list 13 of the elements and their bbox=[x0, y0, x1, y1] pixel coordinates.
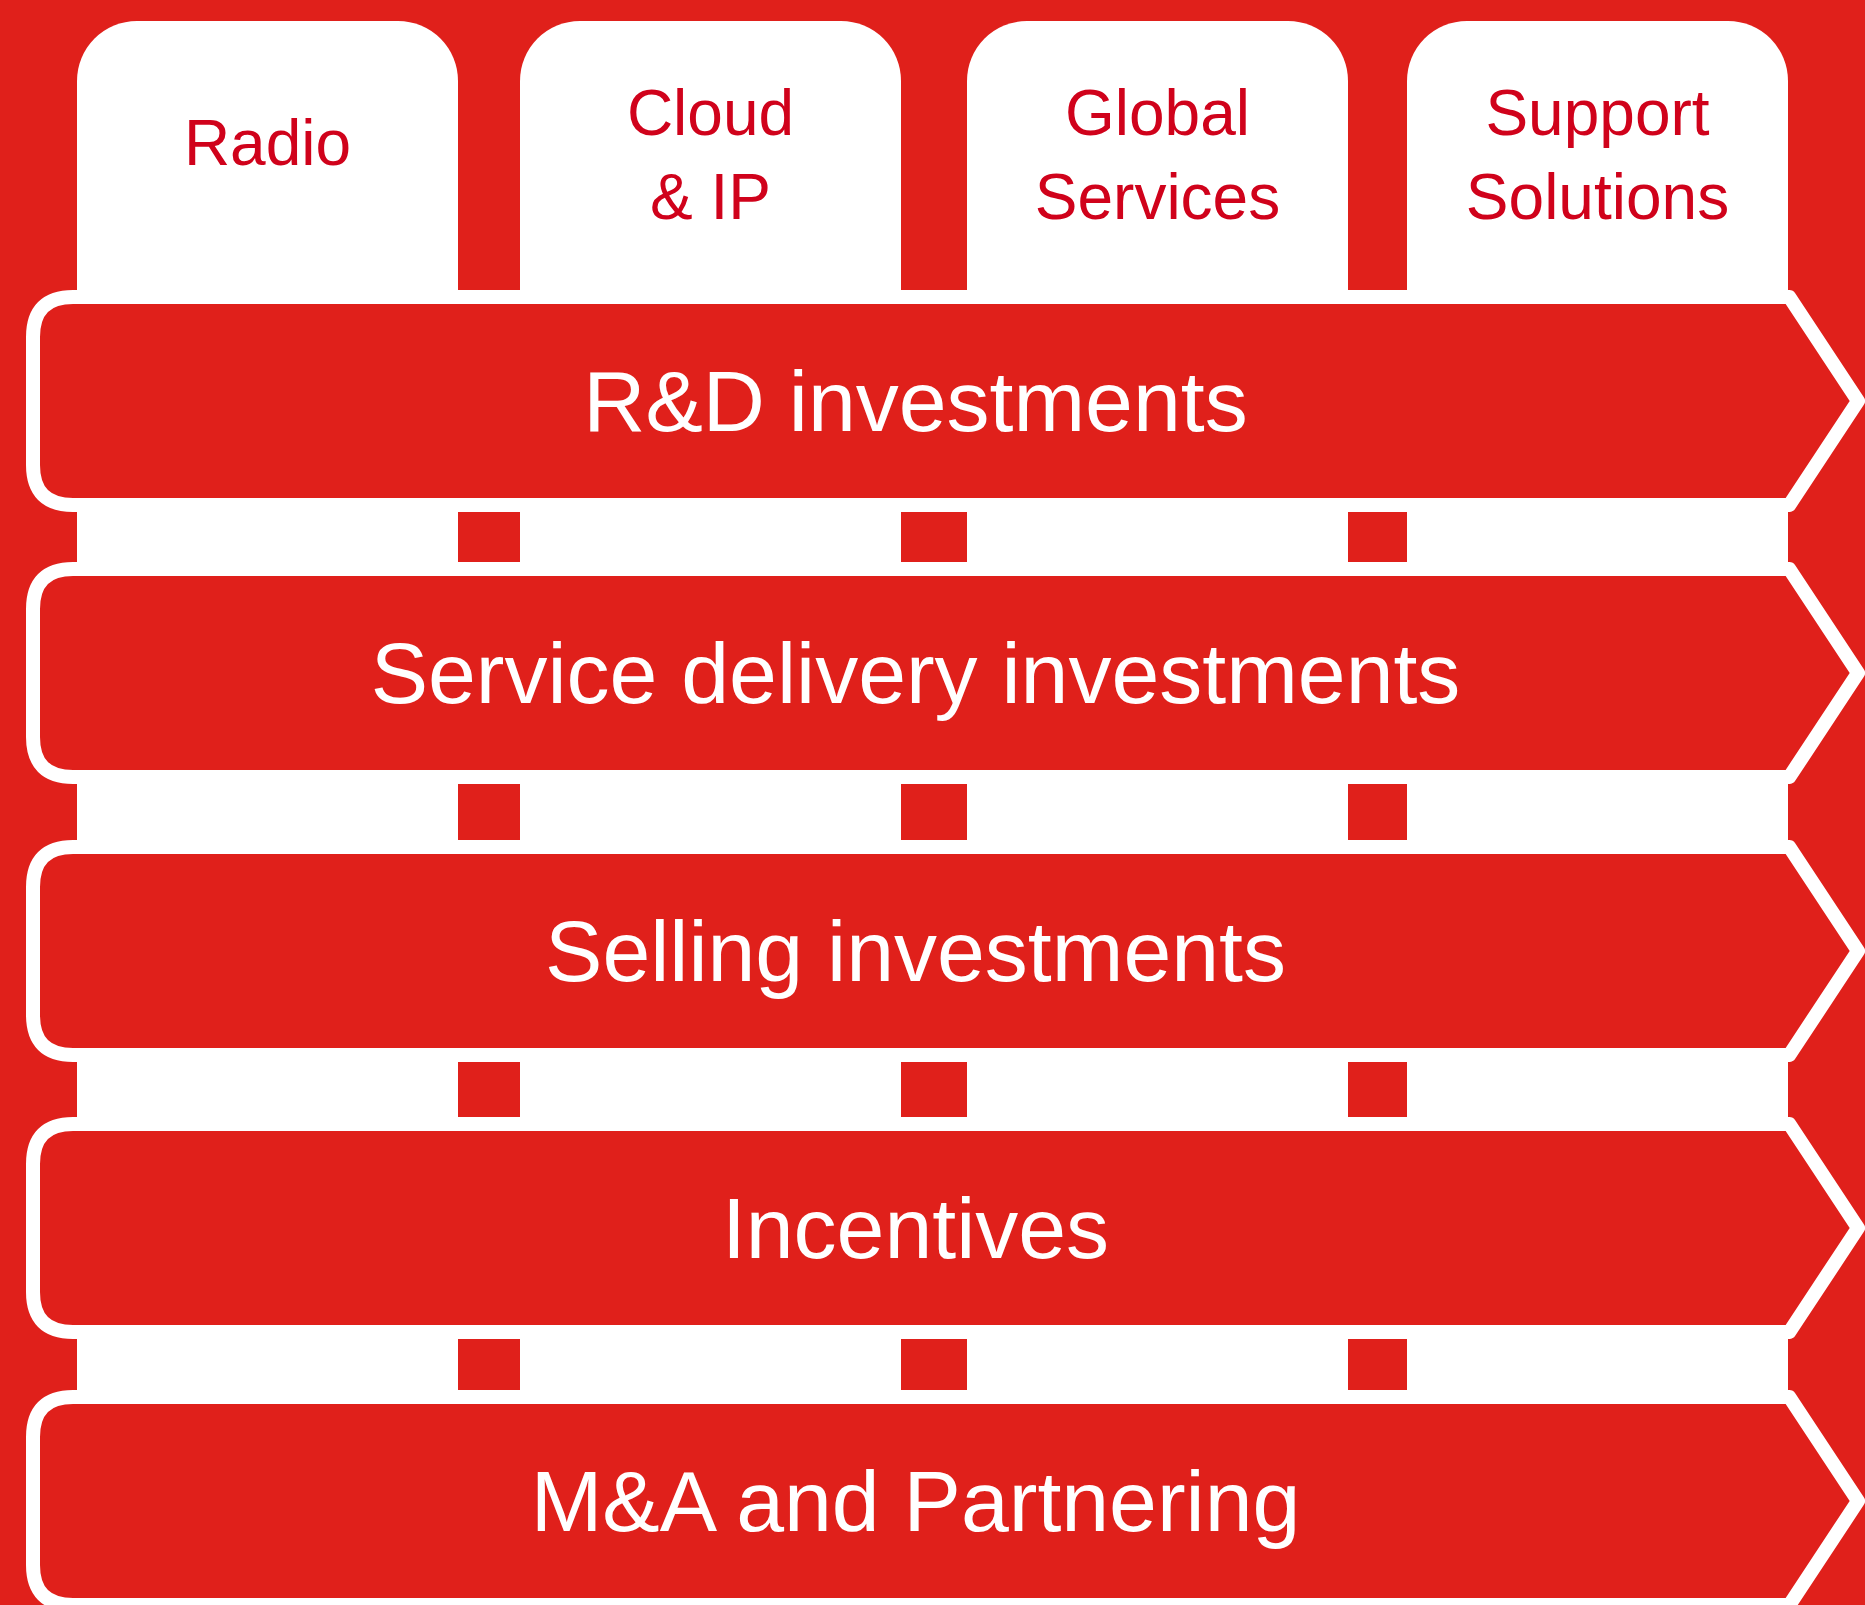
column-label: Support Solutions bbox=[1464, 76, 1731, 235]
column-label: Radio bbox=[182, 106, 353, 181]
band-label: M&A and Partnering bbox=[529, 1451, 1302, 1551]
column-tab bbox=[520, 21, 901, 290]
column-tab bbox=[967, 21, 1348, 290]
band-label: Incentives bbox=[720, 1178, 1111, 1278]
band-label: Selling investments bbox=[544, 901, 1287, 1001]
column-label: Global Services bbox=[1033, 76, 1282, 235]
column-tab bbox=[77, 21, 458, 290]
band-label: Service delivery investments bbox=[369, 623, 1462, 723]
band-label: R&D investments bbox=[582, 351, 1249, 451]
column-label: Cloud & IP bbox=[625, 76, 796, 235]
column-tab bbox=[1407, 21, 1788, 290]
